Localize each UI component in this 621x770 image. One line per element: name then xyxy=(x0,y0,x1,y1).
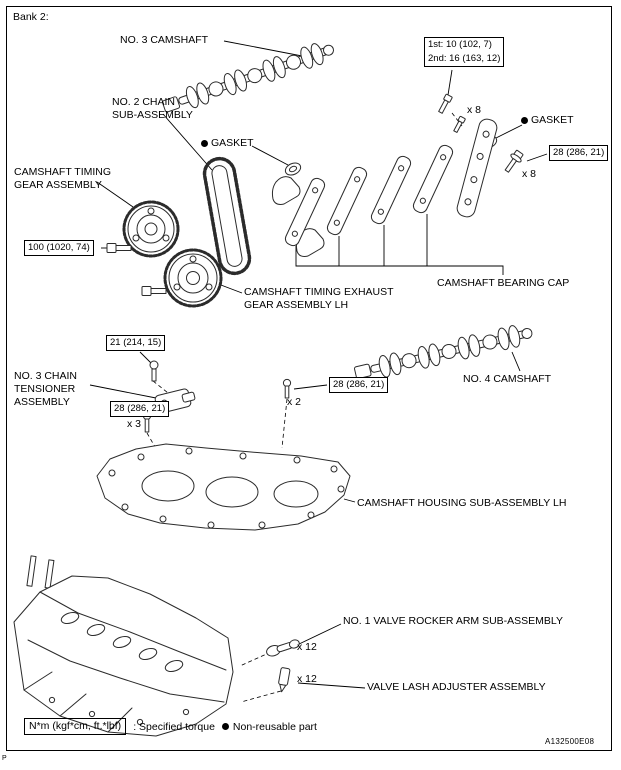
no3-camshaft-drawing xyxy=(162,43,335,113)
valve-rocker-arm-drawing xyxy=(266,639,300,657)
torque-box-28-mid: 28 (286, 21) xyxy=(329,377,389,393)
cap-piece-a xyxy=(271,176,301,205)
bank-label: Bank 2: xyxy=(13,11,49,23)
gasket-left-text: GASKET xyxy=(211,137,254,149)
label-no1-valve-rocker-arm: NO. 1 VALVE ROCKER ARM SUB-ASSEMBLY xyxy=(343,615,563,627)
legend-torque-unit-box: N*m (kgf*cm, ft.*lbf) xyxy=(24,718,127,735)
parts xyxy=(13,43,533,737)
non-reusable-icon xyxy=(521,116,528,124)
legend: N*m (kgf*cm, ft.*lbf) : Specified torque… xyxy=(24,718,317,735)
count-x8-right: x 8 xyxy=(522,168,537,180)
label-camshaft-bearing-cap: CAMSHAFT BEARING CAP xyxy=(437,277,570,289)
figure-id: A132500E08 xyxy=(545,737,595,746)
count-x8-top: x 8 xyxy=(467,104,482,116)
camshaft-timing-gear-drawing xyxy=(122,200,180,258)
bearing-cap-1 xyxy=(284,177,326,247)
torque-box-28-right: 28 (286, 21) xyxy=(549,145,609,161)
label-camshaft-timing-gear: CAMSHAFT TIMING GEAR ASSEMBLY xyxy=(14,166,112,191)
gasket-right-text: GASKET xyxy=(531,114,574,126)
gasket-left-drawing xyxy=(284,162,302,176)
cap-piece-b xyxy=(295,228,325,257)
non-reusable-icon xyxy=(201,139,208,147)
label-no4-camshaft: NO. 4 CAMSHAFT xyxy=(463,373,552,385)
cap-bolt-2 xyxy=(453,115,466,133)
camshaft-housing-drawing xyxy=(96,443,351,531)
torque-box-100: 100 (1020, 74) xyxy=(24,240,94,256)
bolt-21-drawing xyxy=(149,360,159,382)
cylinder-head-drawing xyxy=(13,555,234,737)
no4-camshaft-drawing xyxy=(354,325,533,379)
label-camshaft-housing: CAMSHAFT HOUSING SUB-ASSEMBLY LH xyxy=(357,497,567,509)
bolt-x2-drawing xyxy=(282,378,292,399)
label-valve-lash-adjuster: VALVE LASH ADJUSTER ASSEMBLY xyxy=(367,681,546,693)
label-no3-camshaft: NO. 3 CAMSHAFT xyxy=(120,34,209,46)
torque-cap-bolt-2nd: 2nd: 16 (163, 12) xyxy=(428,53,501,64)
label-gasket-right: GASKET xyxy=(521,114,574,126)
torque-cap-bolt-1st: 1st: 10 (102, 7) xyxy=(428,39,492,50)
torque-box-28-left: 28 (286, 21) xyxy=(110,401,170,417)
valve-lash-adjuster-drawing xyxy=(278,667,291,693)
legend-nonreusable-desc: Non-reusable part xyxy=(232,720,317,733)
cap-bolt-1 xyxy=(438,93,453,114)
legend-nonreusable: Non-reusable part xyxy=(221,720,317,733)
corner-mark: P xyxy=(2,755,7,762)
no2-chain-drawing xyxy=(202,156,252,276)
count-x2: x 2 xyxy=(287,396,302,408)
timing-gear-bolt xyxy=(106,243,132,253)
label-gasket-left: GASKET xyxy=(201,137,254,149)
torque-box-21: 21 (214, 15) xyxy=(106,335,166,351)
bearing-cap-3 xyxy=(370,155,412,225)
torque-box-bearing-cap-bolts: 1st: 10 (102, 7) 2nd: 16 (163, 12) xyxy=(424,37,505,67)
assembly-dash-lines xyxy=(146,112,463,703)
bolt-28-right-drawing xyxy=(504,149,524,173)
legend-torque-desc: : Specified torque xyxy=(133,720,215,733)
label-no3-chain-tensioner: NO. 3 CHAIN TENSIONER ASSEMBLY xyxy=(14,370,78,408)
camshaft-timing-exhaust-gear-drawing xyxy=(163,248,223,308)
count-x3: x 3 xyxy=(127,418,142,430)
count-x12-lash: x 12 xyxy=(297,673,317,685)
bearing-cap-4 xyxy=(412,144,454,214)
leader-lines xyxy=(89,40,548,689)
bearing-cap-rail xyxy=(456,118,498,218)
label-no2-chain: NO. 2 CHAIN SUB-ASSEMBLY xyxy=(112,96,193,121)
non-reusable-icon xyxy=(221,723,229,730)
count-x12-rocker: x 12 xyxy=(297,641,317,653)
exhaust-gear-bolt xyxy=(141,286,167,296)
bearing-cap-2 xyxy=(326,166,368,236)
label-camshaft-timing-exhaust-gear: CAMSHAFT TIMING EXHAUST GEAR ASSEMBLY LH xyxy=(244,286,394,311)
